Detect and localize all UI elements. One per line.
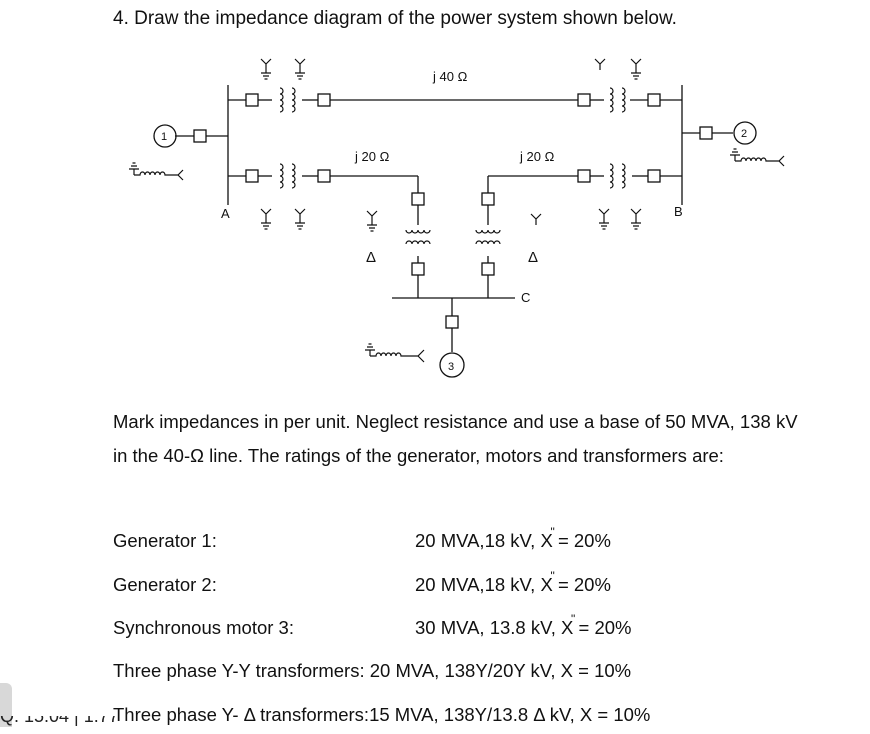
- delta-right-label: Δ: [528, 249, 538, 266]
- spec-rating: 30 MVA, 13.8 kV, X = 20%: [415, 617, 632, 639]
- spec-line: Three phase Y- Δ transformers:15 MVA, 13…: [113, 704, 651, 725]
- power-system-diagram: j 40 Ω j 20 Ω j 20 Ω A B C 1 2 3 Δ Δ: [128, 58, 785, 378]
- spec-yy-transformers: Three phase Y-Y transformers: 20 MVA, 13…: [113, 660, 853, 690]
- generator-2-label: 2: [741, 128, 747, 140]
- question-heading: 4. Draw the impedance diagram of the pow…: [113, 8, 677, 29]
- spec-label: Generator 1:: [113, 530, 217, 551]
- line-left-label: j 20 Ω: [354, 149, 390, 164]
- line-top-label: j 40 Ω: [432, 69, 468, 84]
- bus-c-label: C: [521, 290, 530, 305]
- cropped-text: Q. 15.04 | 1.77 | 72 | 73 | 2022: [0, 716, 115, 726]
- delta-left-label: Δ: [366, 249, 376, 266]
- spec-generator-2: Generator 2: 20 MVA,18 kV, X = 20%: [113, 574, 853, 604]
- bus-b-label: B: [674, 204, 683, 219]
- problem-paragraph: Mark impedances in per unit. Neglect res…: [113, 411, 798, 466]
- spec-label: Generator 2:: [113, 574, 217, 595]
- bus-a-label: A: [221, 206, 230, 221]
- cropped-text-strip: Q. 15.04 | 1.77 | 72 | 73 | 2022: [0, 716, 115, 727]
- spec-rating: 20 MVA,18 kV, X = 20%: [415, 530, 611, 552]
- line-right-label: j 20 Ω: [519, 149, 555, 164]
- scroll-edge-tab[interactable]: [0, 683, 12, 727]
- spec-line: Three phase Y-Y transformers: 20 MVA, 13…: [113, 660, 632, 681]
- spec-motor-3: Synchronous motor 3: 30 MVA, 13.8 kV, X …: [113, 617, 853, 647]
- spec-rating: 20 MVA,18 kV, X = 20%: [415, 574, 611, 596]
- spec-label: Synchronous motor 3:: [113, 617, 294, 638]
- spec-generator-1: Generator 1: 20 MVA,18 kV, X = 20%: [113, 530, 853, 560]
- generator-1-label: 1: [161, 131, 167, 143]
- spec-yd-transformers: Three phase Y- Δ transformers:15 MVA, 13…: [113, 704, 853, 734]
- motor-3-label: 3: [448, 361, 454, 373]
